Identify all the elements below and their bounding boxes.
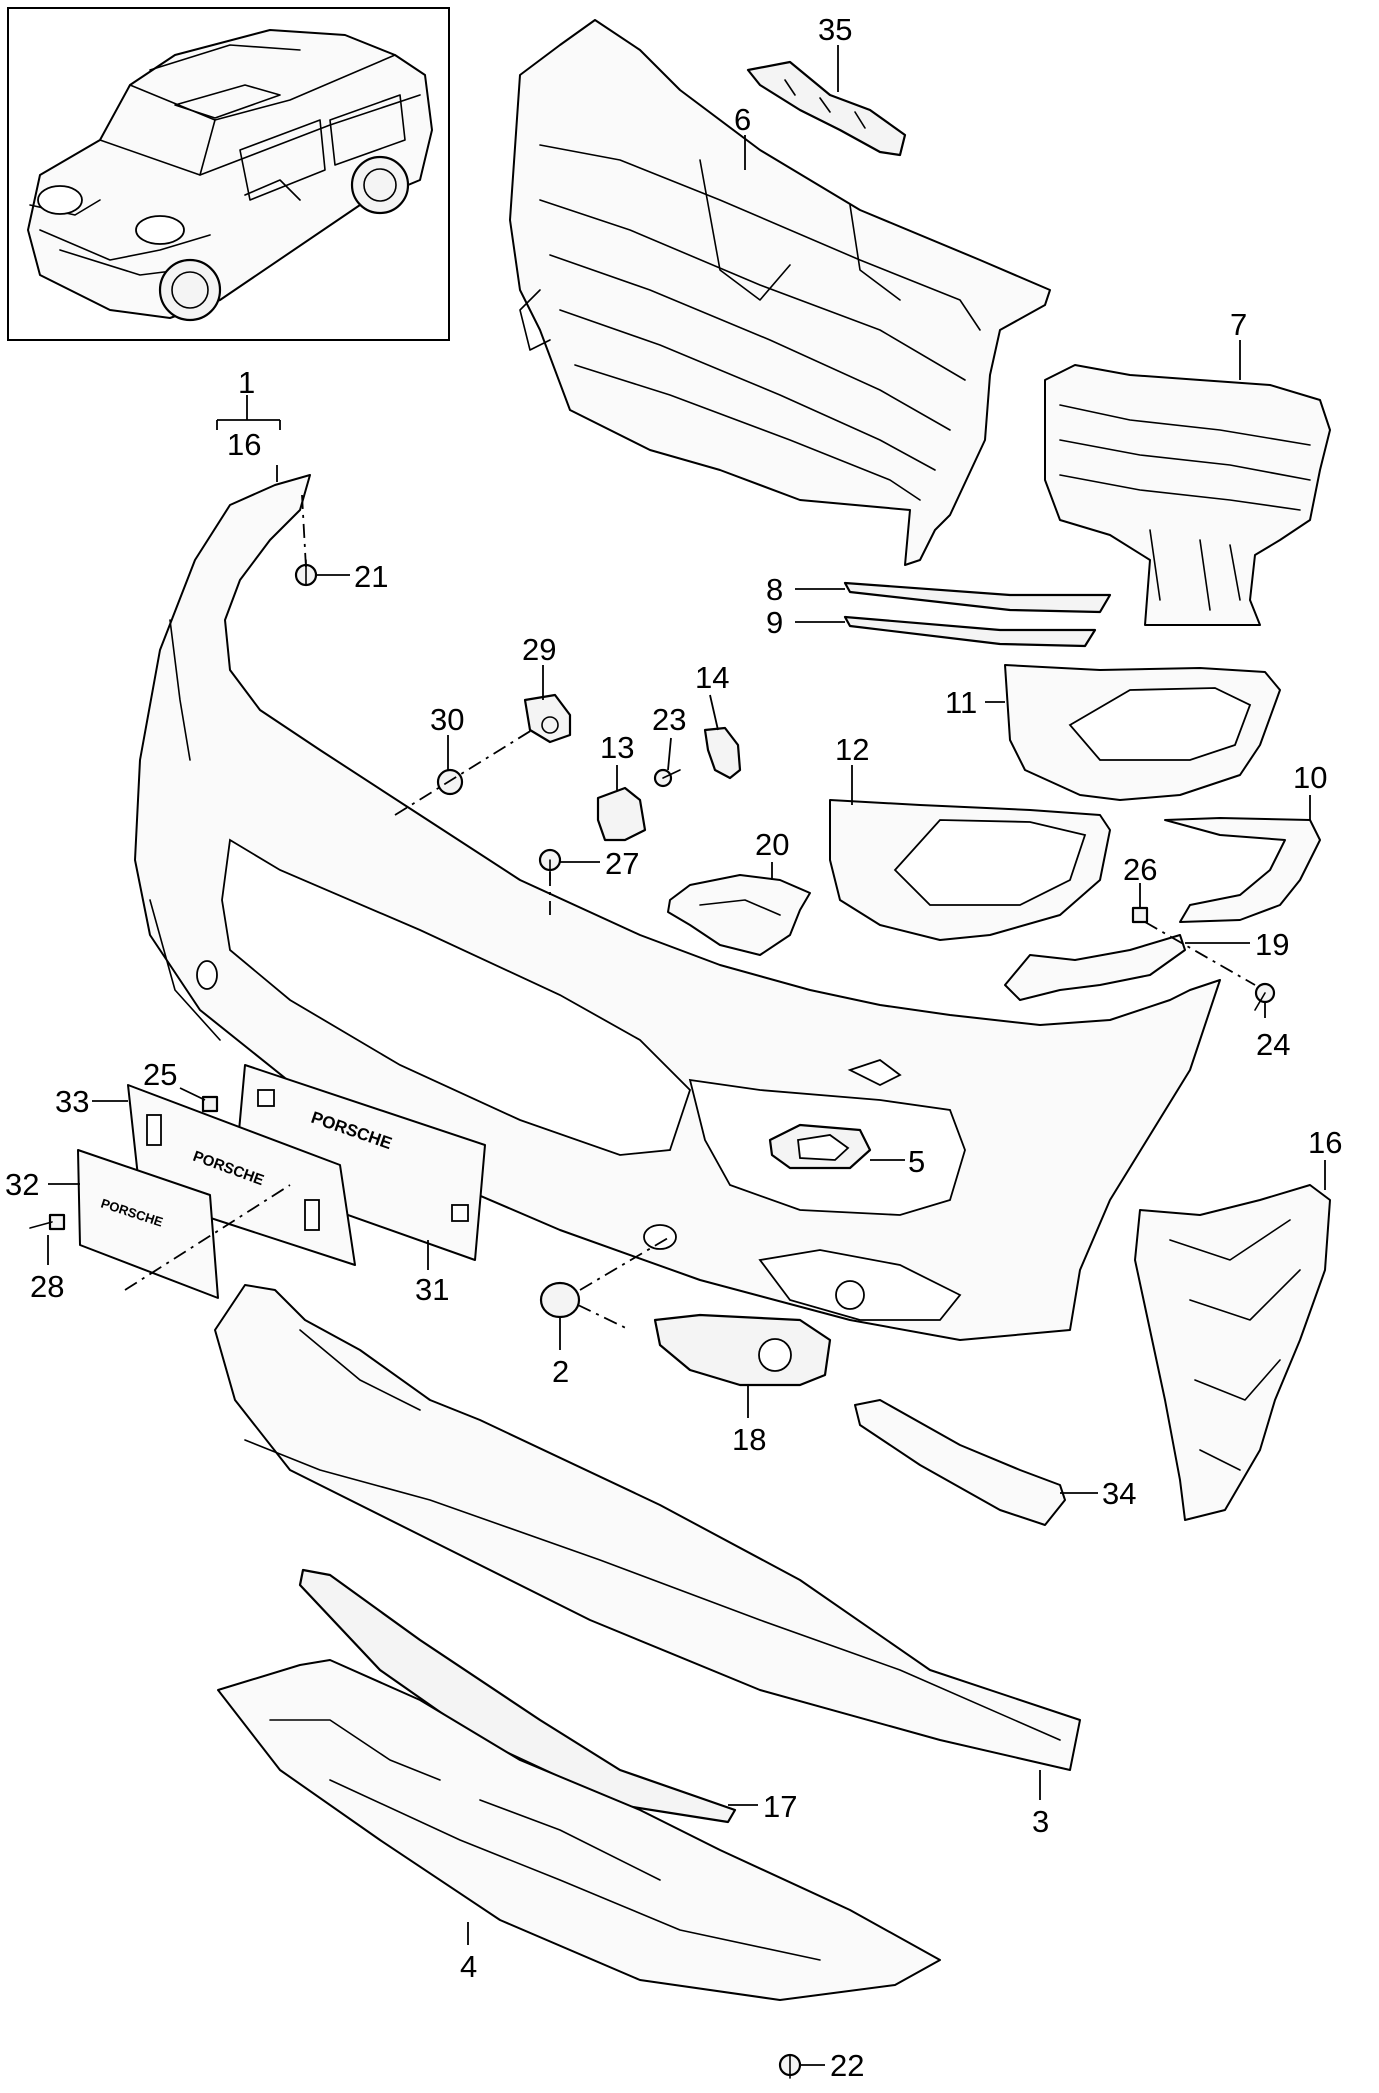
part-33-plate-holder — [127, 1084, 356, 1266]
vehicle-inset — [7, 7, 450, 341]
fastener-22 — [778, 2053, 802, 2079]
part-3-spoiler — [214, 1284, 1081, 1771]
callout-33: 33 — [55, 1084, 89, 1119]
part-12-lamp-frame — [829, 799, 1111, 941]
callout-3: 3 — [1032, 1804, 1049, 1839]
callout-1: 1 — [238, 365, 255, 400]
callout-13: 13 — [600, 730, 634, 765]
part-17-fixing-strip — [298, 1568, 737, 1824]
callout-27: 27 — [605, 846, 639, 881]
callout-19: 19 — [1255, 927, 1289, 962]
part-2-cap — [539, 1281, 581, 1319]
part-35-strip — [746, 60, 907, 157]
callout-9: 9 — [766, 605, 783, 640]
callout-16-top: 16 — [227, 427, 261, 462]
part-19-bracket — [1004, 934, 1186, 1001]
callout-14: 14 — [695, 660, 729, 695]
vehicle-illustration — [27, 29, 433, 322]
fastener-23 — [653, 768, 681, 788]
callout-28: 28 — [30, 1269, 64, 1304]
callout-25: 25 — [143, 1057, 177, 1092]
fastener-24 — [1254, 982, 1276, 1011]
callout-23: 23 — [652, 702, 686, 737]
part-8-trim-strip — [843, 581, 1112, 614]
callout-16-right: 16 — [1308, 1125, 1342, 1160]
callout-11: 11 — [945, 685, 977, 720]
callout-12: 12 — [835, 732, 869, 767]
callout-8: 8 — [766, 572, 783, 607]
leader-lines — [47, 45, 1326, 2066]
callout-17: 17 — [763, 1789, 797, 1824]
part-18-fog-bezel — [653, 1313, 832, 1387]
fastener-26 — [1131, 906, 1149, 924]
callout-4: 4 — [460, 1949, 477, 1984]
part-30-ring — [436, 768, 464, 796]
part-32-plate-strip — [77, 1149, 219, 1299]
callout-2: 2 — [552, 1354, 569, 1389]
callout-18: 18 — [732, 1422, 766, 1457]
callout-22: 22 — [830, 2048, 864, 2083]
callout-32: 32 — [5, 1167, 39, 1202]
part-20-bracket — [667, 874, 811, 956]
callout-5: 5 — [908, 1144, 925, 1179]
callout-6: 6 — [734, 102, 751, 137]
callout-24: 24 — [1256, 1027, 1290, 1062]
part-11-lamp-frame — [1004, 664, 1281, 801]
callout-30: 30 — [430, 702, 464, 737]
callout-31: 31 — [415, 1272, 449, 1307]
assembly-lines — [124, 494, 1256, 1331]
part-29-sensor — [523, 693, 572, 744]
callout-26: 26 — [1123, 852, 1157, 887]
callout-7: 7 — [1230, 307, 1247, 342]
part-10-bezel — [1164, 817, 1321, 923]
callout-10: 10 — [1293, 760, 1327, 795]
part-13-cap — [596, 786, 647, 842]
callout-29: 29 — [522, 632, 556, 667]
part-14-bracket — [703, 726, 742, 780]
part-6-carrier — [509, 19, 1051, 566]
fastener-27 — [538, 848, 562, 881]
part-4-undertray — [217, 1659, 941, 2001]
part-16-side-bracket — [1134, 1184, 1331, 1521]
part-34-lower-bracket — [854, 1399, 1066, 1526]
part-9-trim-strip — [843, 615, 1097, 648]
callout-35: 35 — [818, 12, 852, 47]
callout-21: 21 — [354, 559, 388, 594]
part-7-intake-grille — [1044, 364, 1331, 626]
fastener-25 — [201, 1095, 219, 1113]
fastener-28 — [29, 1213, 66, 1231]
callouts: 1 16 21 29 30 14 23 13 27 35 6 7 8 9 11 … — [5, 12, 1342, 2083]
callout-20: 20 — [755, 827, 789, 862]
callout-34: 34 — [1102, 1476, 1136, 1511]
